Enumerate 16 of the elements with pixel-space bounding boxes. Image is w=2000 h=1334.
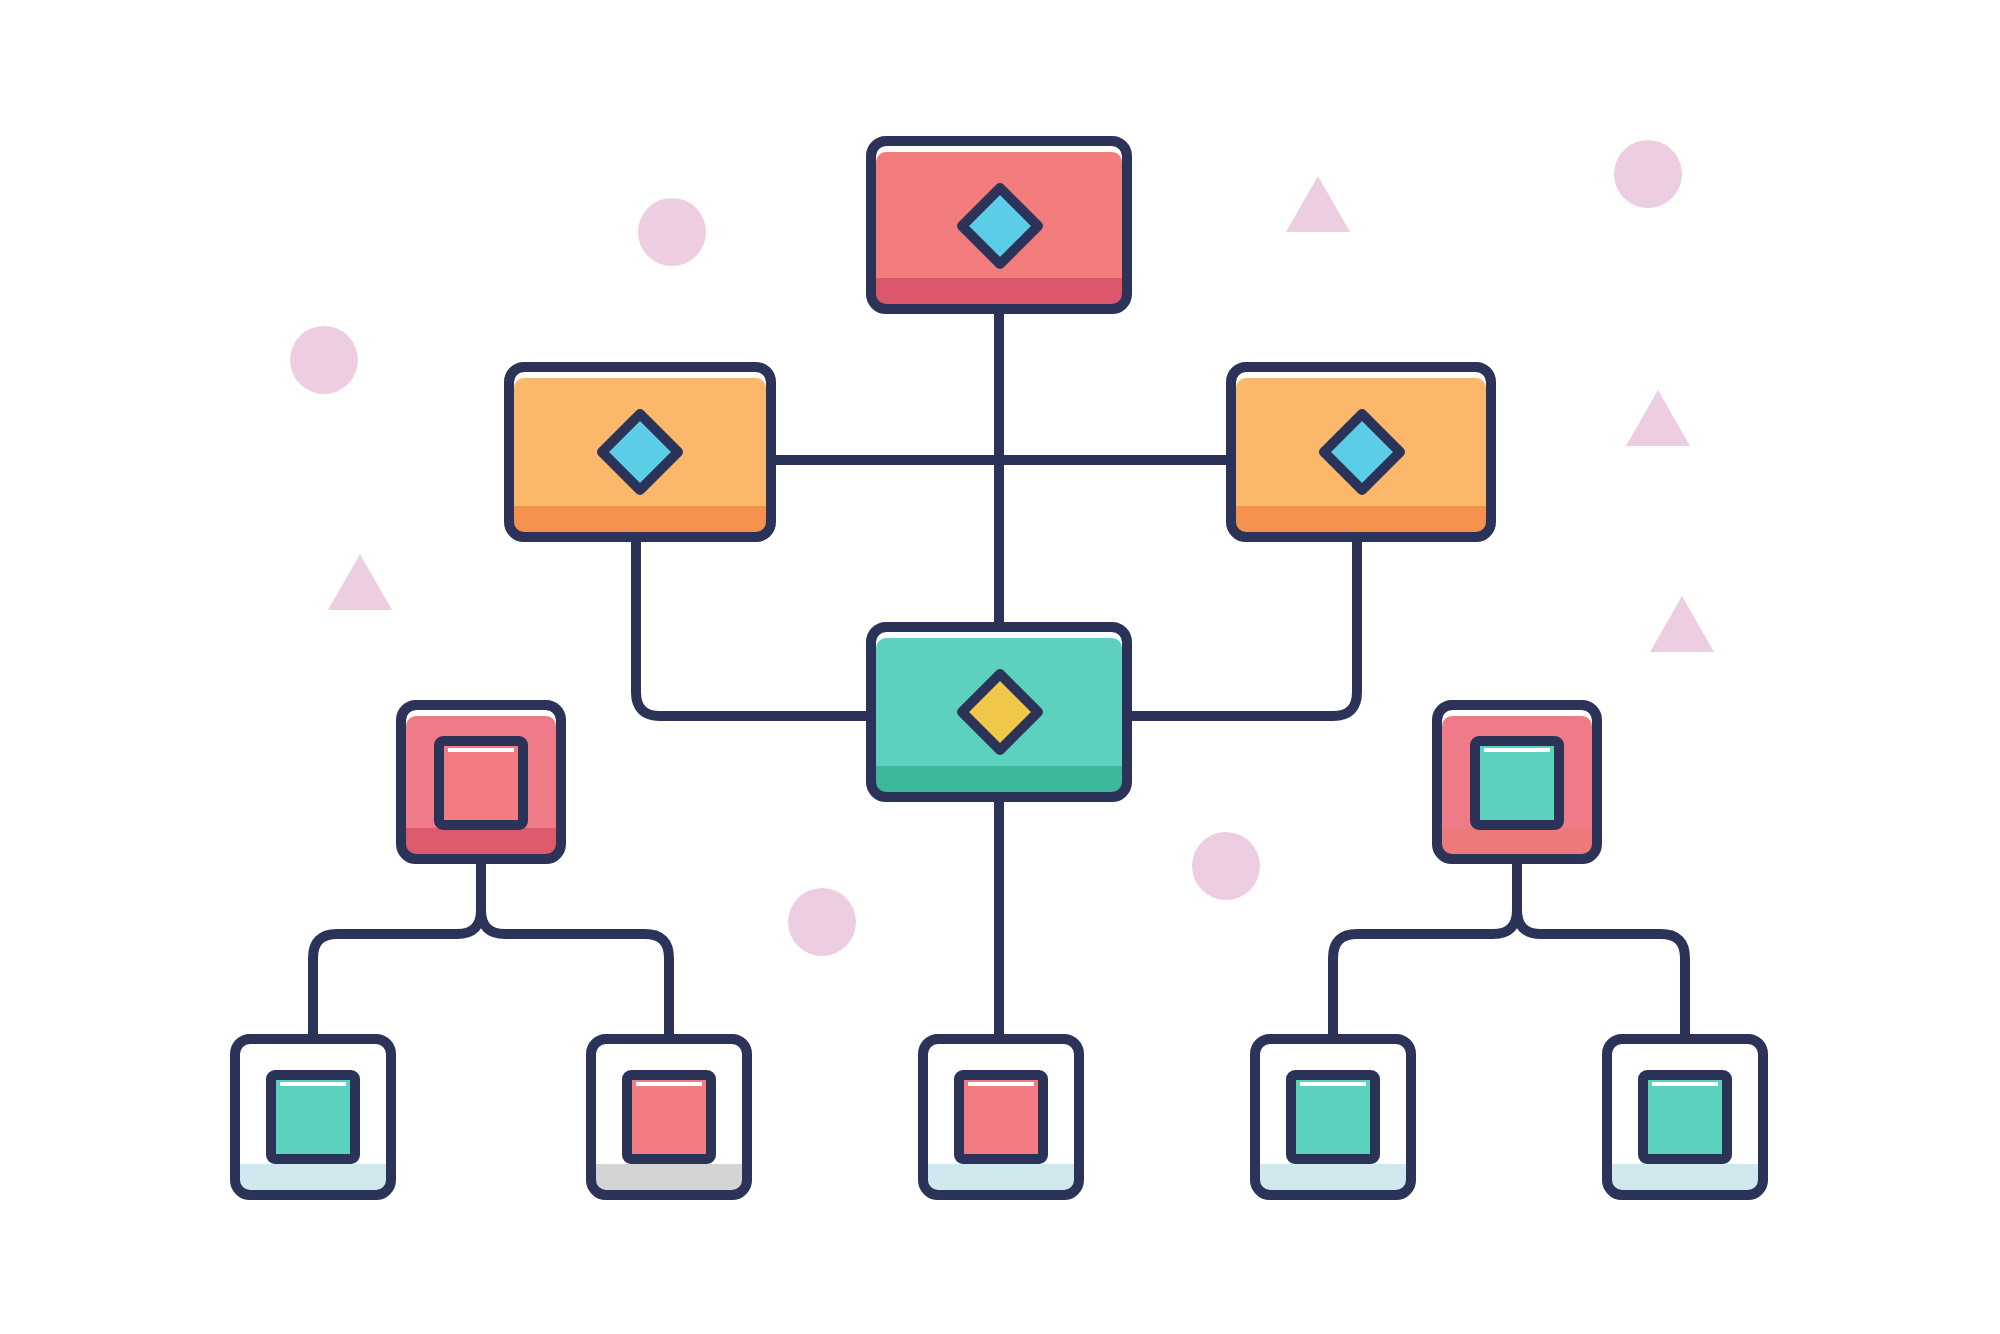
node-box [918,1034,1084,1200]
node-box [1432,700,1602,864]
node-box [504,362,776,542]
node-box [396,700,566,864]
connector-line [1132,542,1362,721]
connector-line [994,802,1004,1034]
connector-line [631,542,866,721]
node-box [1602,1034,1768,1200]
node-box [1226,362,1496,542]
node-box [586,1034,752,1200]
connector-line [776,455,1226,465]
node-box [866,136,1132,314]
connector-line [994,314,1004,622]
node-box [230,1034,396,1200]
node-box [866,622,1132,802]
node-box [1250,1034,1416,1200]
